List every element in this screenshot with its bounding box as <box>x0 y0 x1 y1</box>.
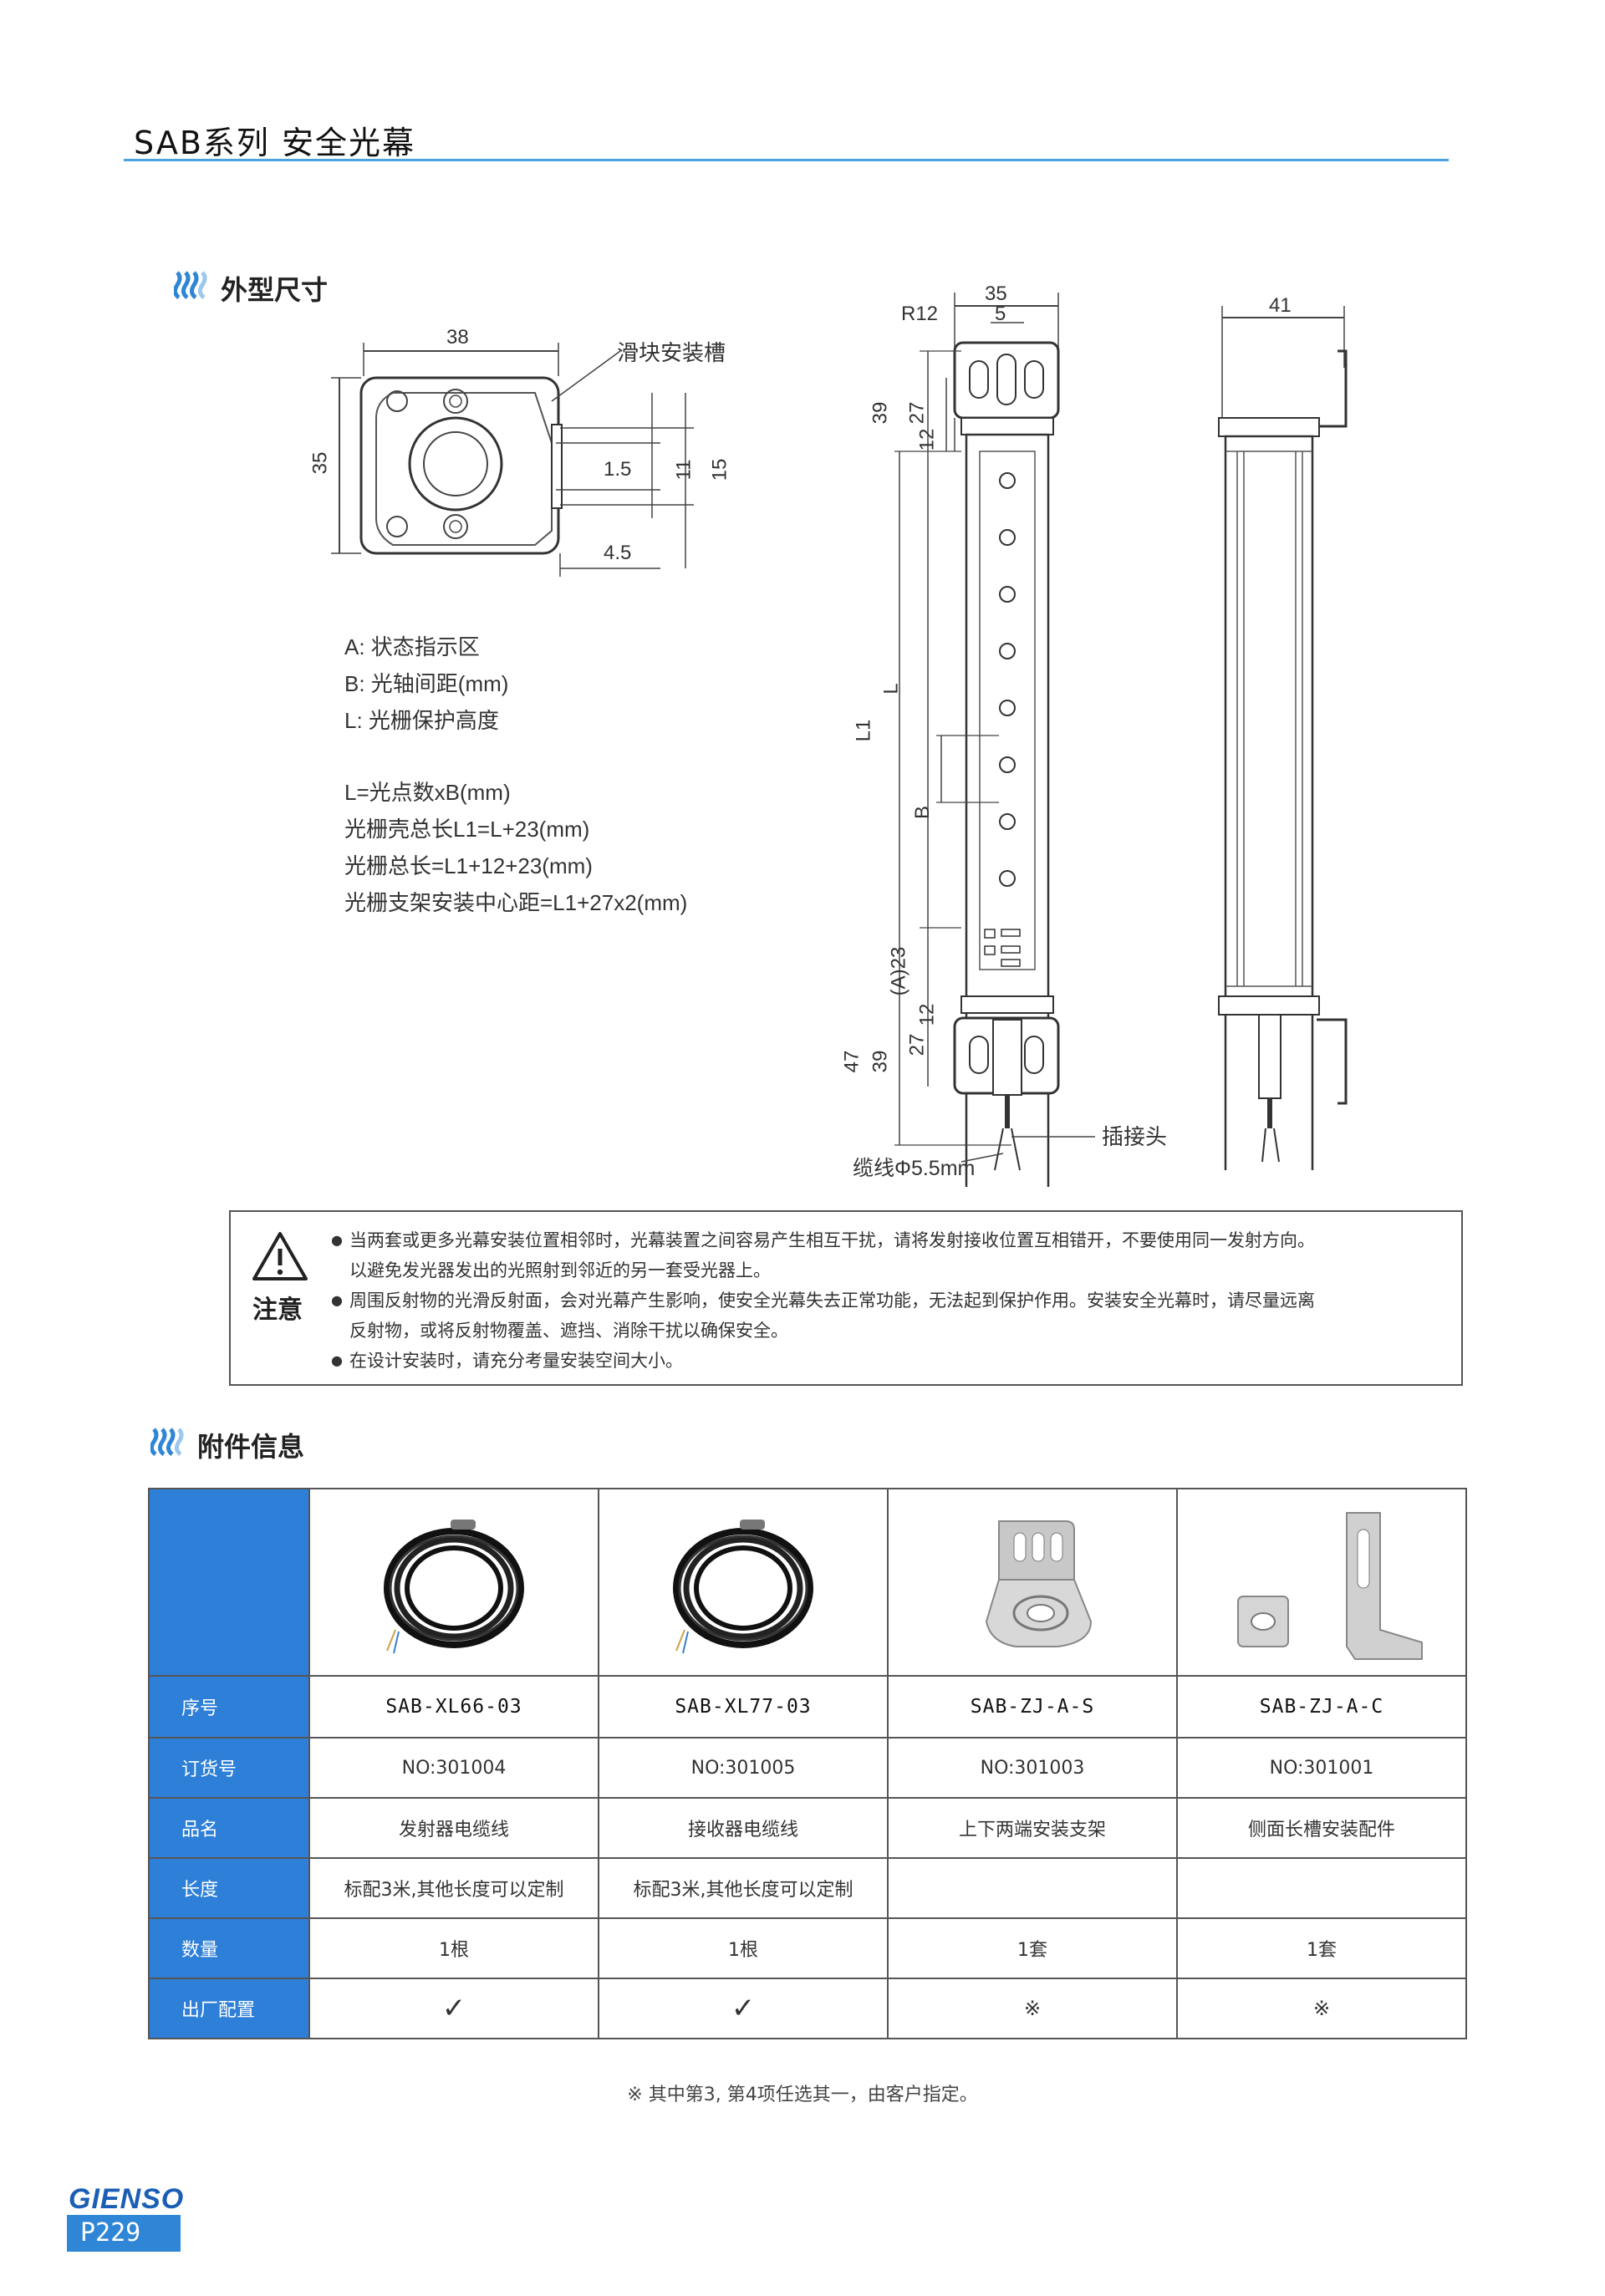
front-dim-35: 35 <box>985 283 1007 305</box>
dim-11: 11 <box>672 459 696 481</box>
row-label-quantity: 数量 <box>148 1917 310 1979</box>
notice-list: 当两套或更多光幕安装位置相邻时，光幕装置之间容易产生相互干扰，请将发射接收位置互… <box>331 1225 1443 1376</box>
front-dim-B: B <box>911 805 935 820</box>
brand-logo: GIENSO <box>69 2183 185 2215</box>
table-corner <box>148 1488 310 1677</box>
notice-item-3: 在设计安装时，请充分考量安装空间大小。 <box>331 1346 1443 1376</box>
model-cell: SAB-ZJ-A-S <box>887 1675 1178 1739</box>
legend-line-4: L=光点数xB(mm) <box>344 780 511 805</box>
dim-width-38: 38 <box>446 326 469 349</box>
front-dim-L1: L1 <box>852 719 875 742</box>
legend-line-2: B: 光轴间距(mm) <box>344 671 509 696</box>
side-view-drawing <box>1218 306 1348 1170</box>
notice-item-2: 周围反射物的光滑反射面，会对光幕产生影响，使安全光幕失去正常功能，无法起到保护作… <box>331 1285 1443 1316</box>
header-divider <box>124 159 1449 161</box>
notice-item-2-cont: 反射物，或将反射物覆盖、遮挡、消除干扰以确保安全。 <box>349 1321 788 1341</box>
front-view-drawing <box>894 293 1095 1187</box>
qty-cell: 1根 <box>308 1917 599 1979</box>
name-cell: 接收器电缆线 <box>598 1797 889 1859</box>
row-label-model: 序号 <box>148 1675 310 1739</box>
warning-icon <box>252 1232 308 1280</box>
qty-cell: 1套 <box>887 1917 1178 1979</box>
row-label-name: 品名 <box>148 1797 310 1859</box>
section-title-dimensions: 外型尺寸 <box>221 274 329 306</box>
length-cell <box>887 1857 1178 1919</box>
section-stripes-icon <box>150 1428 184 1456</box>
front-dim-39-bot: 39 <box>869 1050 892 1073</box>
page-number: P229 <box>67 2215 181 2252</box>
section-stripes-icon <box>174 271 207 299</box>
order-cell: NO:301001 <box>1176 1737 1467 1799</box>
row-label-order: 订货号 <box>148 1737 310 1799</box>
notice-item-1: 当两套或更多光幕安装位置相邻时，光幕装置之间容易产生相互干扰，请将发射接收位置互… <box>331 1225 1443 1255</box>
config-cell: ✓ <box>598 1978 889 2039</box>
front-dim-27-bot: 27 <box>905 1033 929 1056</box>
notice-item-1-cont: 以避免发光器发出的光照射到邻近的另一套受光器上。 <box>349 1260 771 1280</box>
product-image-cell <box>598 1488 889 1677</box>
dim-height-35: 35 <box>308 451 332 475</box>
order-cell: NO:301003 <box>887 1737 1178 1799</box>
legend-line-7: 光栅支架安装中心距=L1+27x2(mm) <box>344 890 688 915</box>
cable-coil-image <box>384 1520 524 1654</box>
front-dim-27-top: 27 <box>905 401 929 425</box>
dim-15: 15 <box>708 458 731 481</box>
mount-bracket-image <box>985 1520 1093 1647</box>
front-dim-12-top: 12 <box>915 428 939 451</box>
front-dim-A23: (A)23 <box>887 946 910 996</box>
config-cell: ※ <box>1176 1978 1467 2039</box>
front-dim-47: 47 <box>840 1050 864 1073</box>
model-cell: SAB-XL77-03 <box>598 1675 889 1739</box>
notice-title: 注意 <box>252 1296 303 1325</box>
legend-line-5: 光栅壳总长L1=L+23(mm) <box>344 817 590 842</box>
top-view-drawing <box>331 343 694 577</box>
section-title-accessories: 附件信息 <box>197 1431 305 1463</box>
page-header-title: SAB系列 安全光幕 <box>134 125 415 161</box>
accessories-table: 序号 SAB-XL66-03 SAB-XL77-03 SAB-ZJ-A-S SA… <box>148 1488 1467 2039</box>
front-dim-r12: R12 <box>901 303 939 325</box>
length-cell: 标配3米,其他长度可以定制 <box>308 1857 599 1919</box>
product-image-cell <box>308 1488 599 1677</box>
name-cell: 侧面长槽安装配件 <box>1176 1797 1467 1859</box>
front-dim-5: 5 <box>995 303 1006 325</box>
row-label-length: 长度 <box>148 1857 310 1919</box>
front-dim-39-top: 39 <box>869 401 892 425</box>
connector-label: 插接头 <box>1102 1124 1168 1149</box>
legend-line-1: A: 状态指示区 <box>344 634 480 659</box>
product-image-cell <box>1176 1488 1467 1677</box>
row-label-config: 出厂配置 <box>148 1978 310 2039</box>
notice-box: 注意 当两套或更多光幕安装位置相邻时，光幕装置之间容易产生相互干扰，请将发射接收… <box>229 1210 1463 1386</box>
side-dim-41: 41 <box>1269 294 1292 317</box>
name-cell: 上下两端安装支架 <box>887 1797 1178 1859</box>
order-cell: NO:301004 <box>308 1737 599 1799</box>
product-image-cell <box>887 1488 1178 1677</box>
config-cell: ✓ <box>308 1978 599 2039</box>
front-dim-12-bot: 12 <box>915 1003 939 1026</box>
table-footnote: ※ 其中第3, 第4项任选其一，由客户指定。 <box>627 2085 978 2105</box>
order-cell: NO:301005 <box>598 1737 889 1799</box>
model-cell: SAB-XL66-03 <box>308 1675 599 1739</box>
front-dim-L: L <box>879 683 903 695</box>
side-slot-kit-image <box>1237 1512 1423 1660</box>
cable-label: 缆线Φ5.5mm <box>853 1157 976 1180</box>
name-cell: 发射器电缆线 <box>308 1797 599 1859</box>
dim-1-5: 1.5 <box>604 458 632 481</box>
qty-cell: 1根 <box>598 1917 889 1979</box>
model-cell: SAB-ZJ-A-C <box>1176 1675 1467 1739</box>
slot-label: 滑块安装槽 <box>617 340 726 365</box>
legend-line-6: 光栅总长=L1+12+23(mm) <box>344 853 593 878</box>
config-cell: ※ <box>887 1978 1178 2039</box>
cable-coil-image <box>673 1520 813 1654</box>
dim-4-5: 4.5 <box>604 542 632 564</box>
length-cell <box>1176 1857 1467 1919</box>
qty-cell: 1套 <box>1176 1917 1467 1979</box>
legend-line-3: L: 光栅保护高度 <box>344 708 499 733</box>
length-cell: 标配3米,其他长度可以定制 <box>598 1857 889 1919</box>
